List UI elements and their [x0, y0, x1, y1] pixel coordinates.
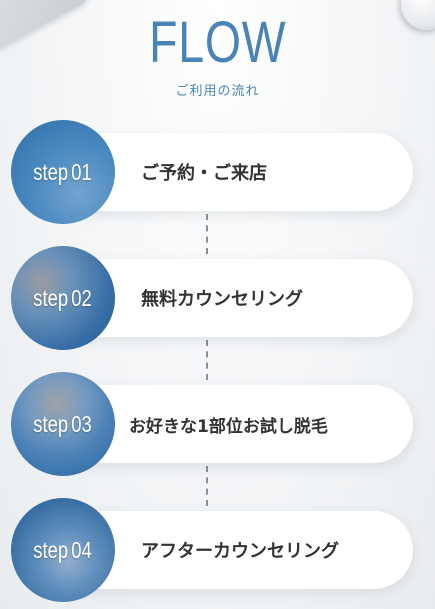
flow-header: FLOW ご利用の流れ [0, 10, 435, 100]
step-word: step [33, 284, 69, 311]
step-number: 02 [71, 284, 93, 311]
step-label: お好きな1部位お試し脱毛 [129, 416, 328, 437]
step-number: 04 [71, 536, 93, 563]
step-connector [206, 214, 208, 254]
step-label: ご予約・ご来店 [141, 163, 267, 184]
step-label: アフターカウンセリング [141, 541, 339, 562]
step-card: 無料カウンセリング [51, 259, 413, 337]
step-word: step [33, 536, 69, 563]
step-word: step [33, 410, 69, 437]
step-number: 01 [71, 158, 93, 185]
page-subtitle: ご利用の流れ [175, 84, 260, 99]
step-word: step [33, 158, 69, 185]
step-connector [206, 340, 208, 380]
step-connector [206, 466, 208, 506]
page-title: FLOW [148, 10, 287, 75]
step-number: 03 [71, 410, 93, 437]
step-label: 無料カウンセリング [141, 289, 303, 310]
